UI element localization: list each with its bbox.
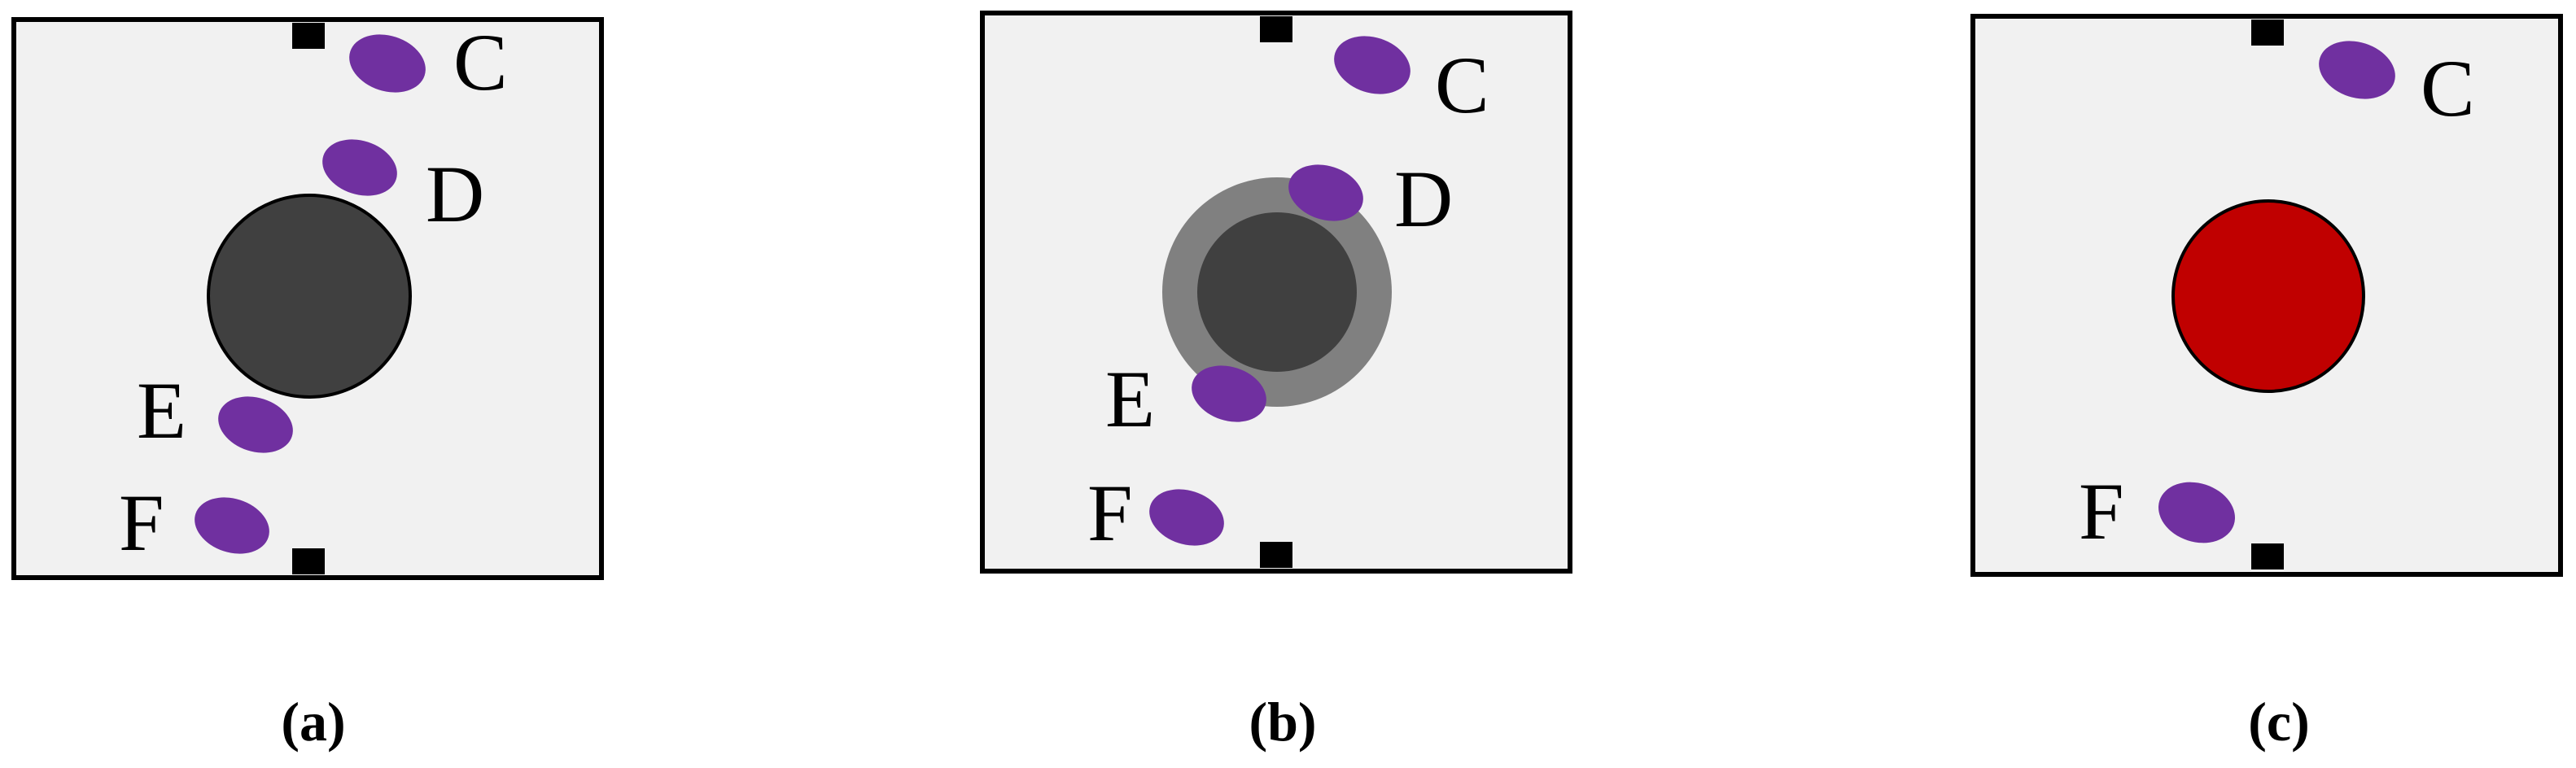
panel-c-top-port (2251, 20, 2284, 46)
panel-b-label-c: C (1435, 40, 1489, 130)
panel-b-label-d: D (1394, 154, 1453, 244)
panel-c-caption: (c) (2248, 691, 2309, 753)
panel-b-central-disk (1197, 212, 1357, 372)
panel-b-caption: (b) (1249, 691, 1316, 753)
panel-b-top-port (1260, 16, 1292, 42)
panel-a-central-disk (207, 194, 412, 399)
panel-a-caption: (a) (281, 691, 345, 753)
panel-c-label-c: C (2421, 43, 2475, 133)
panel-c-bottom-port (2251, 543, 2284, 569)
panel-a-top-port (292, 23, 325, 49)
panel-b-particle-d (1288, 164, 1363, 221)
panel-b: C D E F (b) (980, 11, 1572, 753)
panel-a-label-c: C (453, 17, 508, 107)
panel-b-label-f: F (1087, 468, 1133, 558)
panel-a-label-d: D (426, 149, 484, 239)
panel-c: C F (c) (1970, 14, 2563, 753)
panel-b-bottom-port (1260, 542, 1292, 568)
panel-b-particle-e (1192, 365, 1266, 422)
panel-a-label-f: F (119, 478, 164, 568)
panel-a-label-e: E (137, 365, 186, 456)
panel-a-particle-e (218, 396, 293, 453)
panel-c-particle-c (2319, 41, 2395, 99)
panel-c-red-disk (2171, 199, 2365, 393)
panel-c-particle-f (2158, 482, 2235, 543)
panel-b-particle-f (1149, 489, 1224, 546)
panel-b-particle-c (1334, 36, 1410, 94)
panel-a-bottom-port (292, 548, 325, 574)
panel-a-particle-d (322, 139, 397, 196)
panel-a-particle-c (349, 34, 426, 93)
panel-b-label-e: E (1105, 354, 1155, 444)
panel-a: C D E F (a) (11, 17, 604, 753)
panel-c-label-f: F (2079, 466, 2124, 556)
panel-a-particle-f (195, 497, 269, 554)
